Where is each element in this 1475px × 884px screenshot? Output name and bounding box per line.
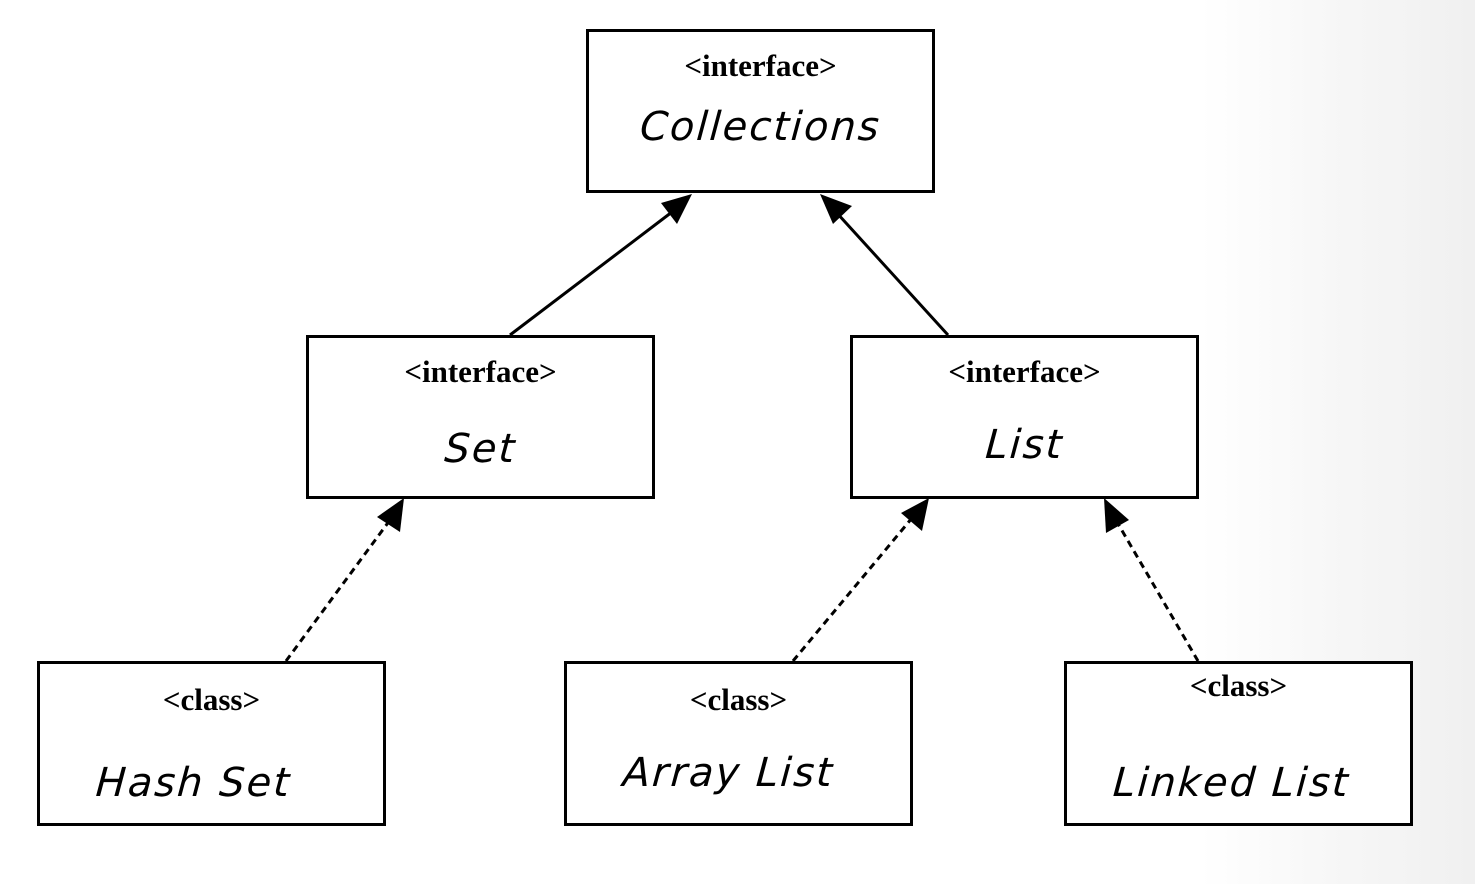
node-collections: <interface> Collections	[586, 29, 935, 193]
stereotype-label: <interface>	[684, 48, 837, 83]
arrowhead-arraylist-to-list	[901, 498, 929, 531]
node-set: <interface> Set	[306, 335, 655, 499]
edge-linkedlist-to-list	[1115, 521, 1200, 662]
class-name: Linked List	[1111, 760, 1352, 806]
arrowhead-linkedlist-to-list	[1104, 498, 1129, 533]
class-name: List	[983, 422, 1066, 468]
node-list: <interface> List	[850, 335, 1199, 499]
edge-list-to-collections	[834, 210, 950, 337]
stereotype-label: <interface>	[948, 354, 1101, 389]
arrowhead-hashset-to-set	[377, 498, 404, 532]
edge-hashset-to-set	[284, 519, 392, 662]
class-name: Array List	[621, 750, 836, 796]
arrowhead-set-to-collections	[661, 194, 692, 224]
arrowhead-list-to-collections	[820, 194, 852, 224]
class-name: Hash Set	[94, 760, 293, 806]
node-arraylist: <class> Array List	[564, 661, 913, 826]
stereotype-label: <interface>	[404, 354, 557, 389]
stereotype-label: <class>	[689, 682, 788, 717]
class-name: Collections	[638, 104, 883, 150]
node-hashset: <class> Hash Set	[37, 661, 386, 826]
edge-set-to-collections	[509, 210, 673, 337]
stereotype-label: <class>	[162, 682, 261, 717]
class-name: Set	[443, 426, 518, 472]
stereotype-label: <class>	[1189, 668, 1288, 703]
node-linkedlist: <class> Linked List	[1064, 661, 1413, 826]
edge-arraylist-to-list	[791, 517, 914, 662]
